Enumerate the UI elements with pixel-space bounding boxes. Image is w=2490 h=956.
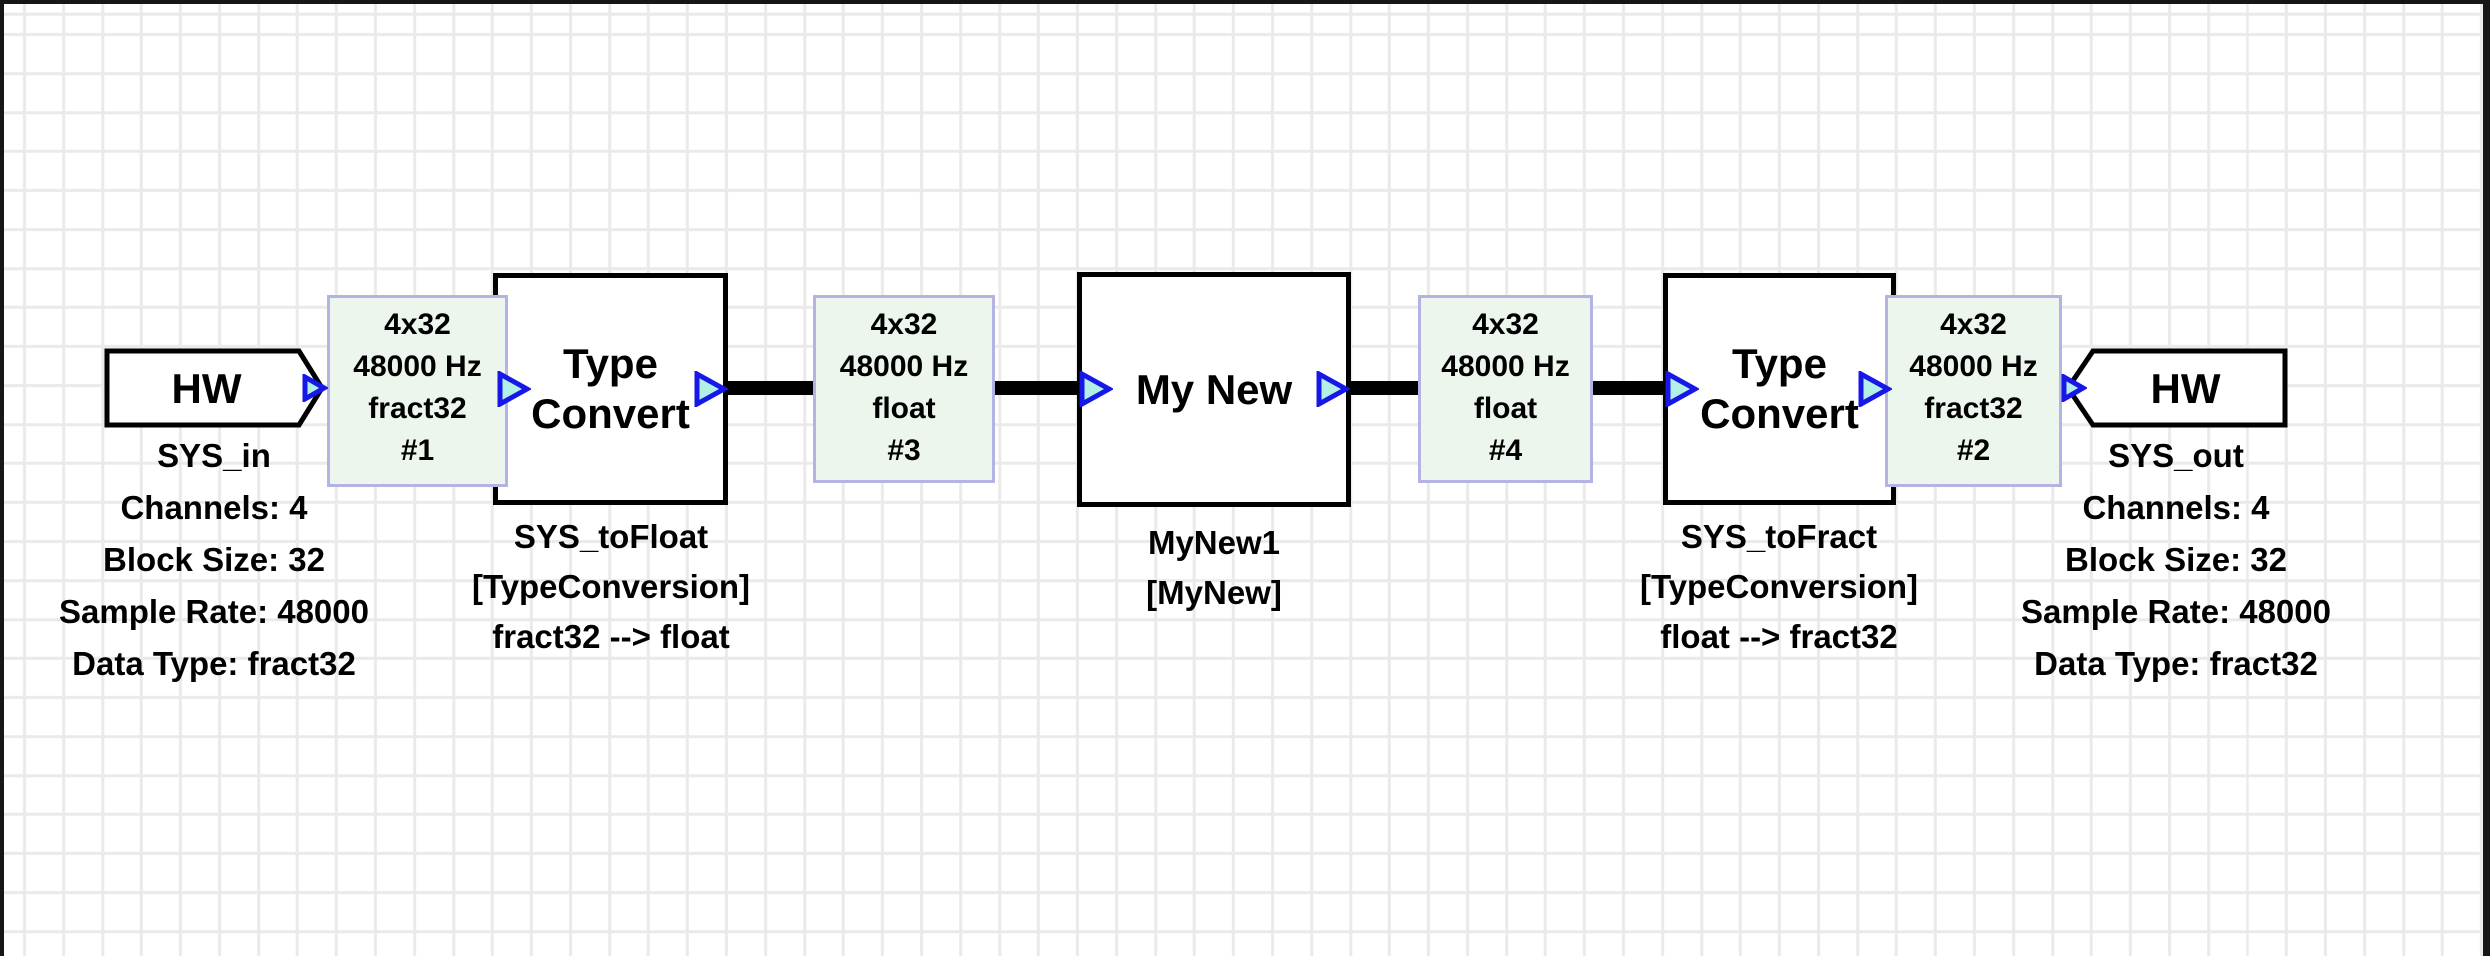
- module-sys-in-labels: SYS_in Channels: 4 Block Size: 32 Sample…: [0, 430, 434, 690]
- wire-size: 4x32: [1472, 308, 1539, 341]
- wire-dtype: float: [872, 392, 936, 425]
- wire-info-box-4[interactable]: 4x32 48000 Hz float #4: [1418, 295, 1593, 483]
- module-instance-name: SYS_toFract: [1680, 518, 1878, 555]
- module-prop: Block Size: 32: [2065, 541, 2287, 578]
- module-class-name: [MyNew]: [1146, 574, 1282, 611]
- module-class-name: [TypeConversion]: [1639, 568, 1919, 605]
- wire-rate: 48000 Hz: [1909, 350, 2038, 383]
- wire-dtype: fract32: [368, 392, 467, 425]
- module-sys-tofract-title: Type Convert: [1700, 340, 1859, 437]
- input-pin-icon[interactable]: [497, 371, 531, 407]
- module-prop: Data Type: fract32: [72, 645, 356, 682]
- module-instance-name: SYS_toFloat: [513, 518, 709, 555]
- wire-dtype: fract32: [1924, 392, 2023, 425]
- wire-dtype: float: [1473, 392, 1538, 425]
- module-sys-in-title: HW: [171, 365, 242, 412]
- module-sys-tofract-labels: SYS_toFract [TypeConversion] float --> f…: [1549, 512, 2009, 662]
- module-instance-name: SYS_out: [2108, 437, 2244, 474]
- module-class-name: [TypeConversion]: [471, 568, 751, 605]
- wire-id: #3: [887, 434, 921, 467]
- window-border-right: [2483, 0, 2490, 956]
- window-border-left: [0, 0, 4, 956]
- module-sys-tofloat-labels: SYS_toFloat [TypeConversion] fract32 -->…: [381, 512, 841, 662]
- module-mynew1-labels: MyNew1 [MyNew]: [1014, 518, 1414, 618]
- output-pin-icon[interactable]: [302, 374, 328, 402]
- module-prop: Channels: 4: [120, 489, 308, 526]
- window-border-top: [0, 0, 2490, 4]
- module-mynew1[interactable]: My New: [1077, 272, 1351, 507]
- wire-size: 4x32: [870, 308, 938, 341]
- module-prop: Block Size: 32: [103, 541, 325, 578]
- module-prop: Data Type: fract32: [2034, 645, 2318, 682]
- wire-rate: 48000 Hz: [839, 350, 969, 383]
- wire-toFloat-to-info3[interactable]: [726, 381, 815, 395]
- input-pin-icon[interactable]: [2061, 374, 2087, 402]
- module-prop: Sample Rate: 48000: [2020, 593, 2331, 630]
- wire-info-box-2[interactable]: 4x32 48000 Hz fract32 #2: [1885, 295, 2062, 487]
- module-instance-name: SYS_in: [157, 437, 271, 474]
- output-pin-icon[interactable]: [1316, 371, 1350, 407]
- wire-info3-to-mynew[interactable]: [993, 381, 1079, 395]
- wire-rate: 48000 Hz: [353, 350, 482, 383]
- module-conversion-info: fract32 --> float: [492, 618, 730, 655]
- wire-id: #4: [1488, 434, 1523, 467]
- wire-size: 4x32: [384, 308, 451, 341]
- wire-info-box-1[interactable]: 4x32 48000 Hz fract32 #1: [327, 295, 508, 487]
- module-instance-name: MyNew1: [1147, 524, 1281, 561]
- module-sys-out-title: HW: [2150, 365, 2221, 412]
- module-sys-out-shape[interactable]: [2064, 348, 2288, 428]
- wire-id: #2: [1956, 434, 1991, 467]
- module-prop: Channels: 4: [2082, 489, 2270, 526]
- module-sys-tofract[interactable]: Type Convert: [1663, 273, 1896, 505]
- module-prop: Sample Rate: 48000: [58, 593, 369, 630]
- wire-rate: 48000 Hz: [1441, 350, 1570, 383]
- wire-id: #1: [400, 434, 435, 467]
- output-pin-icon[interactable]: [1858, 371, 1892, 407]
- module-sys-in-shape[interactable]: [104, 348, 325, 428]
- module-mynew1-title: My New: [1135, 365, 1293, 413]
- output-pin-icon[interactable]: [694, 371, 728, 407]
- module-conversion-info: float --> fract32: [1660, 618, 1898, 655]
- wire-info4-to-toFract[interactable]: [1591, 381, 1665, 395]
- wire-size: 4x32: [1940, 308, 2007, 341]
- wire-mynew-to-info4[interactable]: [1349, 381, 1420, 395]
- module-sys-tofloat-title: Type Convert: [531, 340, 690, 437]
- input-pin-icon[interactable]: [1665, 371, 1699, 407]
- wire-info-box-3[interactable]: 4x32 48000 Hz float #3: [813, 295, 995, 483]
- module-sys-out-labels: SYS_out Channels: 4 Block Size: 32 Sampl…: [1956, 430, 2396, 690]
- input-pin-icon[interactable]: [1079, 371, 1113, 407]
